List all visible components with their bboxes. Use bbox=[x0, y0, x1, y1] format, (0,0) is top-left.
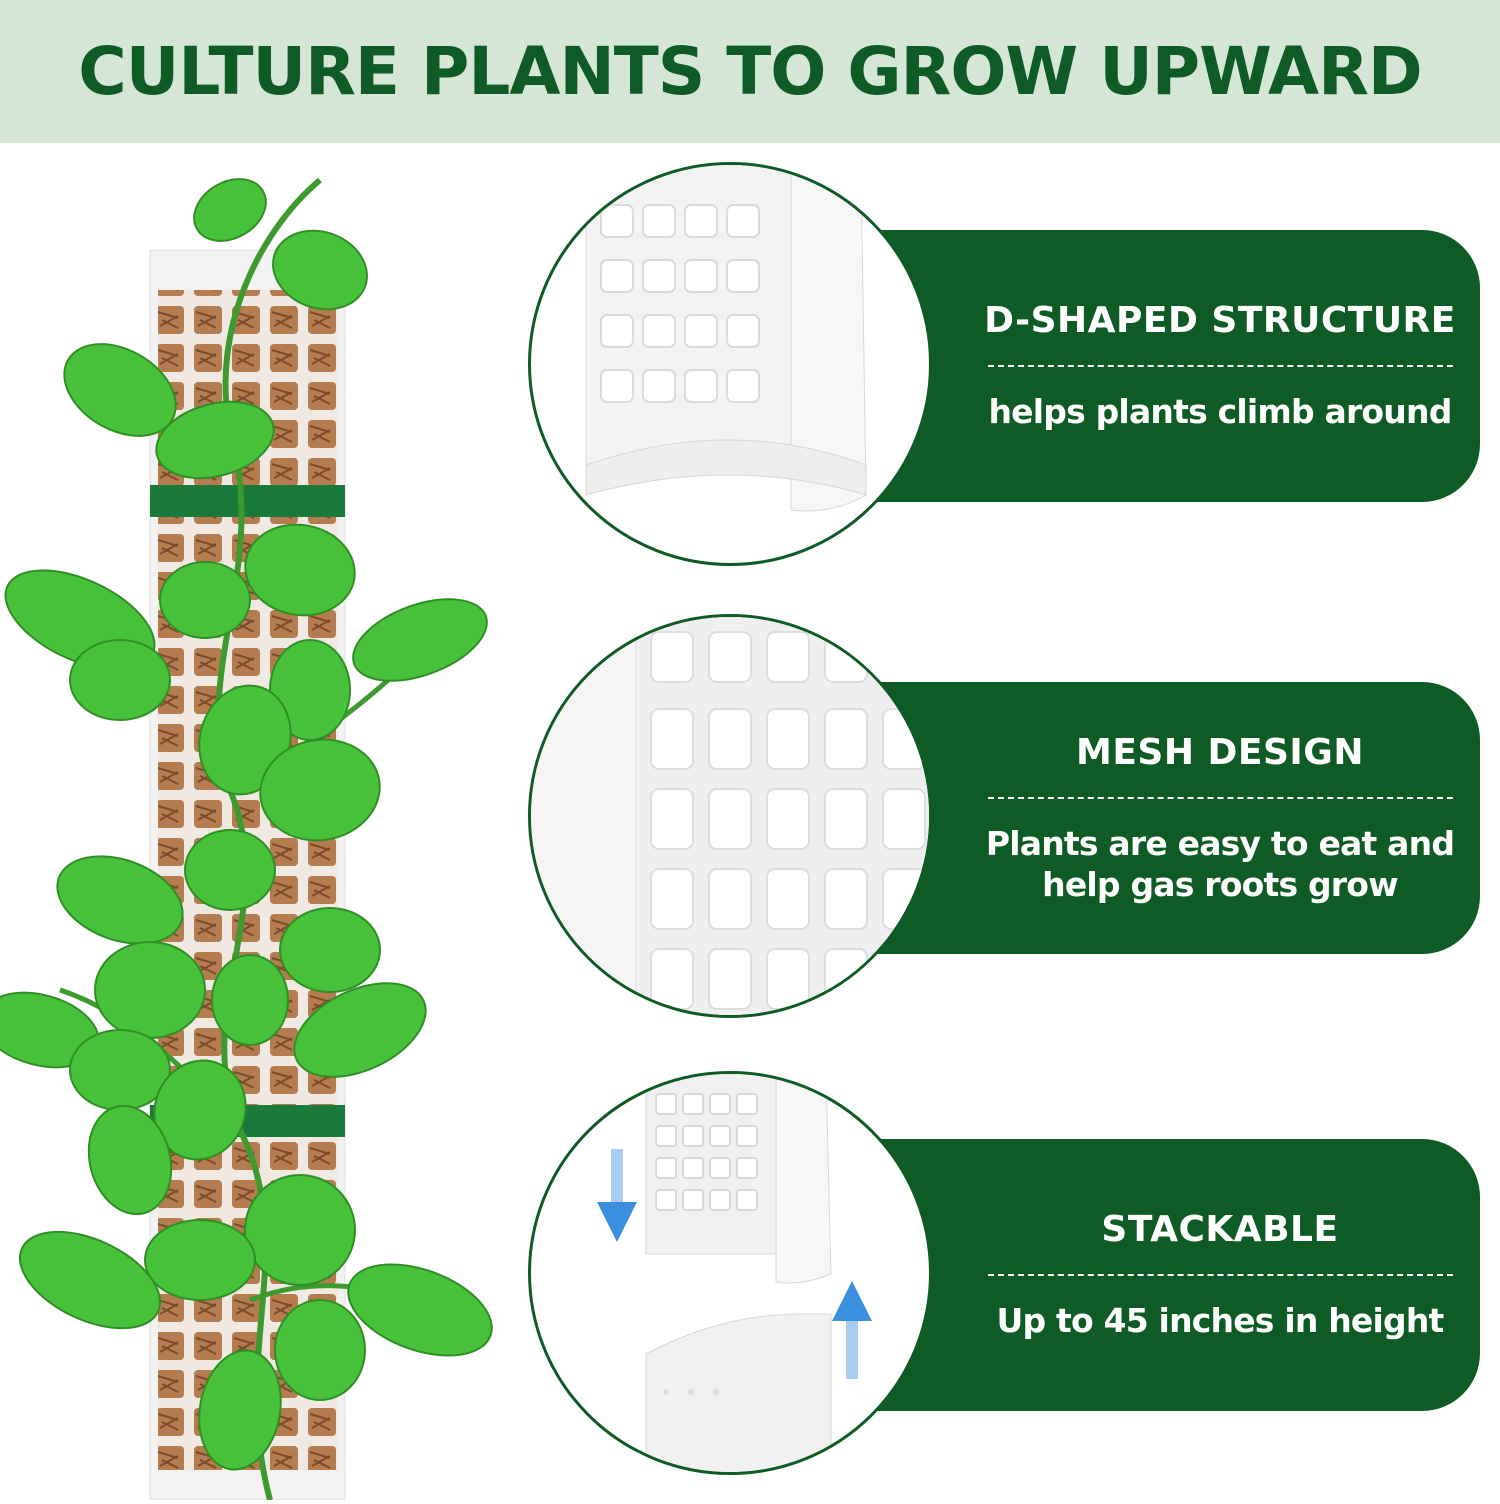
header-banner: CULTURE PLANTS TO GROW UPWARD bbox=[0, 0, 1500, 143]
dashed-divider bbox=[987, 365, 1453, 367]
feature-description: helps plants climb around bbox=[988, 392, 1452, 431]
d-shaped-detail-image bbox=[528, 162, 932, 566]
page-title: CULTURE PLANTS TO GROW UPWARD bbox=[78, 33, 1422, 110]
feature-title: MESH DESIGN bbox=[1076, 731, 1364, 773]
dashed-divider bbox=[987, 796, 1453, 799]
feature-description: Up to 45 inches in height bbox=[996, 1301, 1445, 1340]
feature-stackable: STACKABLE Up to 45 inches in height bbox=[0, 1071, 1500, 1491]
feature-description-line: help gas roots grow bbox=[1042, 864, 1399, 904]
feature-panel: MESH DESIGN Plants are easy to eat and h… bbox=[860, 682, 1480, 954]
stackable-detail-image bbox=[528, 1071, 932, 1475]
feature-description: Plants are easy to eat and help gas root… bbox=[886, 823, 1455, 905]
arrow-down-icon bbox=[597, 1149, 637, 1242]
mesh-detail-image bbox=[528, 614, 932, 1018]
moss-pole-illustration bbox=[0, 177, 493, 1501]
feature-d-shaped: D-SHAPED STRUCTURE helps plants climb ar… bbox=[0, 162, 1500, 582]
feature-title: STACKABLE bbox=[1101, 1209, 1339, 1250]
moss-pole-plant-image bbox=[0, 150, 520, 1501]
feature-title: D-SHAPED STRUCTURE bbox=[984, 300, 1456, 341]
dashed-divider bbox=[987, 1274, 1453, 1276]
arrow-up-icon bbox=[832, 1281, 872, 1379]
feature-mesh-design: MESH DESIGN Plants are easy to eat and h… bbox=[0, 614, 1500, 1034]
feature-panel: STACKABLE Up to 45 inches in height bbox=[860, 1139, 1480, 1411]
feature-description-line: Plants are easy to eat and bbox=[985, 823, 1455, 863]
feature-panel: D-SHAPED STRUCTURE helps plants climb ar… bbox=[860, 230, 1480, 502]
